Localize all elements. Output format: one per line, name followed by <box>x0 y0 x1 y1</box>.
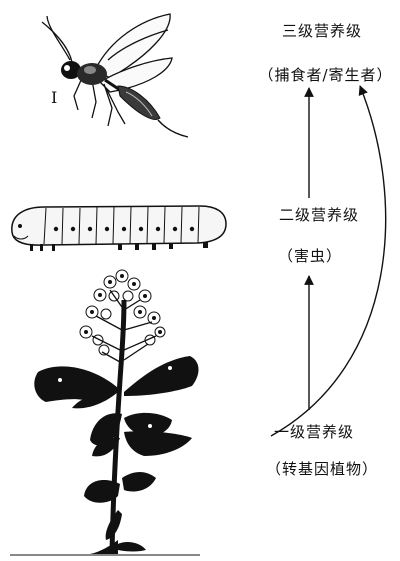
primary-level-title: 一级营养级 <box>264 423 364 441</box>
tertiary-level-subtitle: （捕食者/寄生者） <box>253 66 398 84</box>
tertiary-level-title: 三级营养级 <box>274 22 370 40</box>
primary-level-subtitle: （转基因植物） <box>261 460 383 478</box>
secondary-level-title: 二级营养级 <box>269 206 369 224</box>
secondary-level-subtitle: （害虫） <box>273 247 347 265</box>
